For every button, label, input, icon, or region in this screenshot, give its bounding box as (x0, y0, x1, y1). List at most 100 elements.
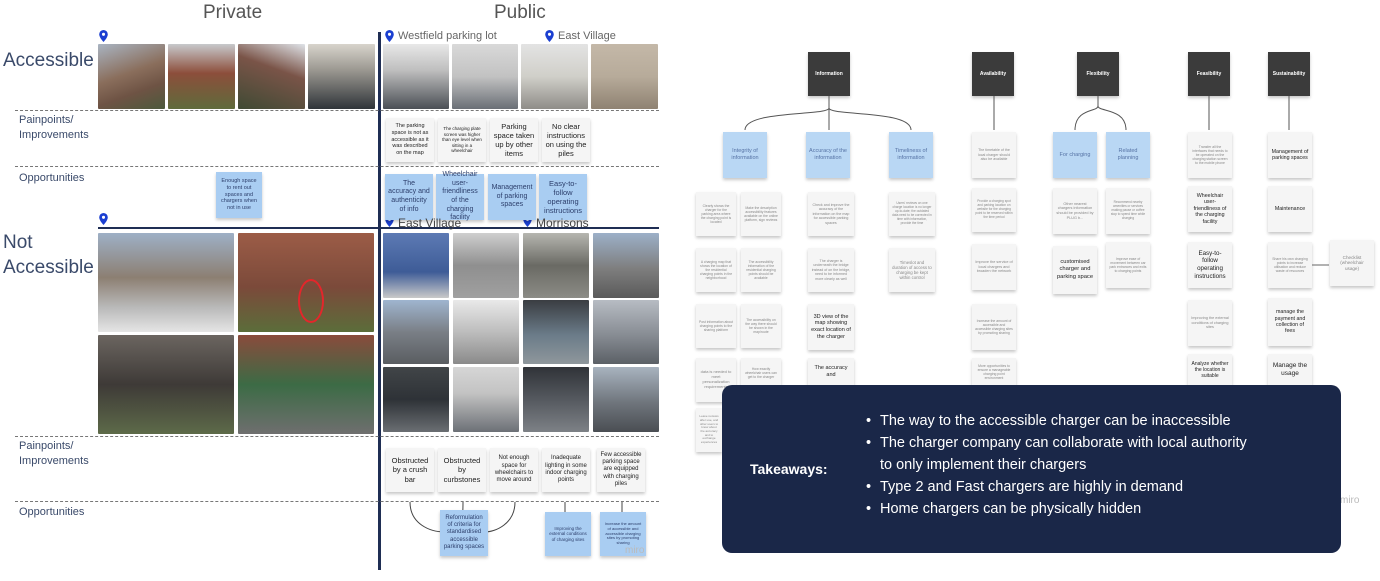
sticky-idea[interactable]: The accuracy and (808, 358, 854, 386)
miro-watermark: miro (1340, 495, 1360, 506)
takeaways-title: Takeaways: (750, 461, 828, 477)
sticky-info-sub[interactable]: Integrity of information (723, 132, 767, 178)
dashed-separator (15, 436, 659, 437)
sticky-idea[interactable]: Easy-to-follow operating instructions (1188, 242, 1232, 288)
sticky-idea[interactable]: Improve ease of movement between car par… (1106, 242, 1150, 288)
sticky-pain[interactable]: Obstructed by a crush bar (386, 448, 434, 492)
sticky-idea[interactable]: Leave reviews after use, and other users… (696, 408, 722, 452)
category-sustainability[interactable]: Sustainability (1268, 52, 1310, 96)
sticky-idea[interactable]: Management of parking spaces (1268, 132, 1312, 178)
sticky-opportunity[interactable]: Increase the amount of accessible and ac… (600, 512, 646, 556)
sticky-idea[interactable]: Analyze whether the location is suitable (1188, 354, 1232, 386)
sticky-opportunity[interactable]: Reformulation of criteria for standardis… (440, 510, 488, 556)
location-label-morrisons: Morrisons (536, 216, 589, 230)
sticky-idea[interactable]: customised charger and parking space (1053, 246, 1097, 294)
sticky-idea[interactable]: Other nearest chargers information shoul… (1053, 188, 1097, 234)
photo-public (593, 233, 659, 298)
photo-public (453, 300, 519, 364)
sticky-flex-sub[interactable]: Related planning (1106, 132, 1150, 178)
sticky-pain[interactable]: Obstructed by curbstones (438, 448, 486, 492)
photo-private-door (238, 233, 374, 332)
location-label-east-village: East Village (558, 30, 616, 42)
sticky-opportunity[interactable]: Enough space to rent out spaces and char… (216, 172, 262, 218)
arrow-connector (1312, 264, 1329, 266)
sticky-idea[interactable]: Make the description accessibility featu… (741, 192, 781, 236)
location-pin-icon (99, 30, 108, 42)
takeaways-list: The way to the accessible charger can be… (866, 410, 1247, 520)
row-label-accessible: Accessible (3, 50, 94, 71)
sticky-pain[interactable]: The parking space is not as accessible a… (386, 118, 434, 162)
tree-connector (1074, 96, 1127, 131)
sticky-opportunity[interactable]: Management of parking spaces (488, 174, 536, 220)
takeaway-item: The charger company can collaborate with… (866, 432, 1247, 454)
sticky-idea[interactable]: 3D view of the map showing exact locatio… (808, 304, 854, 350)
photo-public-parking (383, 44, 449, 109)
sticky-idea[interactable]: More opportunities to ensure a manageabl… (972, 358, 1016, 386)
sticky-idea[interactable]: The accessibility information of the res… (741, 248, 781, 292)
photo-public (523, 367, 589, 432)
sticky-idea[interactable]: Share his own charging points to increas… (1268, 242, 1312, 288)
tree-connector (1288, 96, 1290, 130)
photo-private-gate (98, 335, 234, 434)
tree-connector (993, 96, 995, 130)
sticky-idea[interactable]: Wheelchair user-friendliness of the char… (1188, 186, 1232, 232)
sticky-idea[interactable]: The accessibility on the way there shoul… (741, 304, 781, 348)
sticky-idea[interactable]: The timetable of the local charger shoul… (972, 132, 1016, 178)
sticky-opportunity[interactable]: Wheelchair user-friendliness of the char… (436, 171, 484, 221)
category-availability[interactable]: Availability (972, 52, 1014, 96)
sticky-idea[interactable]: data is needed to meet personalization r… (696, 358, 736, 402)
photo-public (383, 300, 449, 364)
sticky-opportunity[interactable]: Improving the external conditions of cha… (545, 512, 591, 556)
miro-watermark: miro (625, 545, 645, 556)
sticky-idea[interactable]: Manage the usage (1268, 354, 1312, 386)
sticky-idea[interactable]: A charging map that shows the location o… (696, 248, 736, 292)
category-flexibility[interactable]: Flexibility (1077, 52, 1119, 96)
sticky-checklist[interactable]: Checklist (wheelchair usage) (1330, 240, 1374, 286)
tree-connector (744, 96, 912, 131)
takeaway-item: Type 2 and Fast chargers are highly in d… (866, 476, 1247, 498)
category-information[interactable]: Information (808, 52, 850, 96)
sticky-pain[interactable]: Parking space taken up by other items (490, 118, 538, 162)
highlight-circle (298, 279, 324, 323)
sticky-idea[interactable]: Improve the service of local chargers an… (972, 244, 1016, 290)
photo-public-charger (452, 44, 518, 109)
sticky-idea[interactable]: manage the payment and collection of fee… (1268, 298, 1312, 346)
sticky-pain[interactable]: Not enough space for wheelchairs to move… (490, 448, 538, 492)
sticky-idea[interactable]: Clearly shows the charger for the parkin… (696, 192, 736, 236)
photo-public (453, 367, 519, 432)
sticky-idea[interactable]: Maintenance (1268, 186, 1312, 232)
category-feasibility[interactable]: Feasibility (1188, 52, 1230, 96)
photo-private-car (98, 233, 234, 332)
photo-public (383, 367, 449, 432)
sticky-pain[interactable]: The charging plate screen was higher tha… (438, 118, 486, 162)
sticky-pain[interactable]: Inadequate lighting in some indoor charg… (542, 448, 590, 492)
sticky-pain[interactable]: Few accessible parking space are equippe… (597, 448, 645, 492)
sticky-idea[interactable]: Check and improve the accuracy of the in… (808, 192, 854, 236)
sticky-opportunity[interactable]: Easy-to-follow operating instructions (539, 174, 587, 220)
sticky-idea[interactable]: The charger is underneath the bridge ins… (808, 248, 854, 292)
sticky-idea[interactable]: Improving the external conditions of cha… (1188, 300, 1232, 346)
sticky-idea[interactable]: Post information about charging points t… (696, 304, 736, 348)
photo-public (593, 367, 659, 432)
sticky-opportunity[interactable]: The accuracy and authenticity of info (385, 174, 433, 220)
sticky-idea[interactable]: Transfer all the interfaces that needs t… (1188, 132, 1232, 178)
sticky-idea[interactable]: Timeslot and duration of access to charg… (889, 248, 935, 292)
sticky-idea[interactable]: Users' reviews on one charge location is… (889, 192, 935, 236)
photo-private-home (98, 44, 165, 109)
photo-private-yellow-car (238, 335, 374, 434)
tree-connector (1208, 96, 1210, 130)
sticky-info-sub[interactable]: Timeliness of information (889, 132, 933, 178)
sticky-idea[interactable]: How exactly wheelchair users can get to … (741, 358, 781, 388)
photo-private-garage (308, 44, 375, 109)
location-label-westfield: Westfield parking lot (398, 30, 497, 42)
dashed-separator (15, 166, 659, 167)
takeaway-item-continued: to only implement their chargers (880, 457, 1087, 473)
sticky-flex-sub[interactable]: For charging (1053, 132, 1097, 178)
sticky-info-sub[interactable]: Accuracy of the information (806, 132, 850, 178)
painpoints-label-bottom: Painpoints/ Improvements (19, 440, 89, 467)
location-pin-icon (545, 30, 554, 42)
sticky-idea[interactable]: Increase the amount of accessible and ac… (972, 304, 1016, 350)
sticky-pain[interactable]: No clear instructions on using the piles (542, 118, 590, 162)
sticky-idea[interactable]: Provide a charging spot and parking loca… (972, 188, 1016, 232)
sticky-idea[interactable]: Recommend nearby amenities or services m… (1106, 188, 1150, 234)
